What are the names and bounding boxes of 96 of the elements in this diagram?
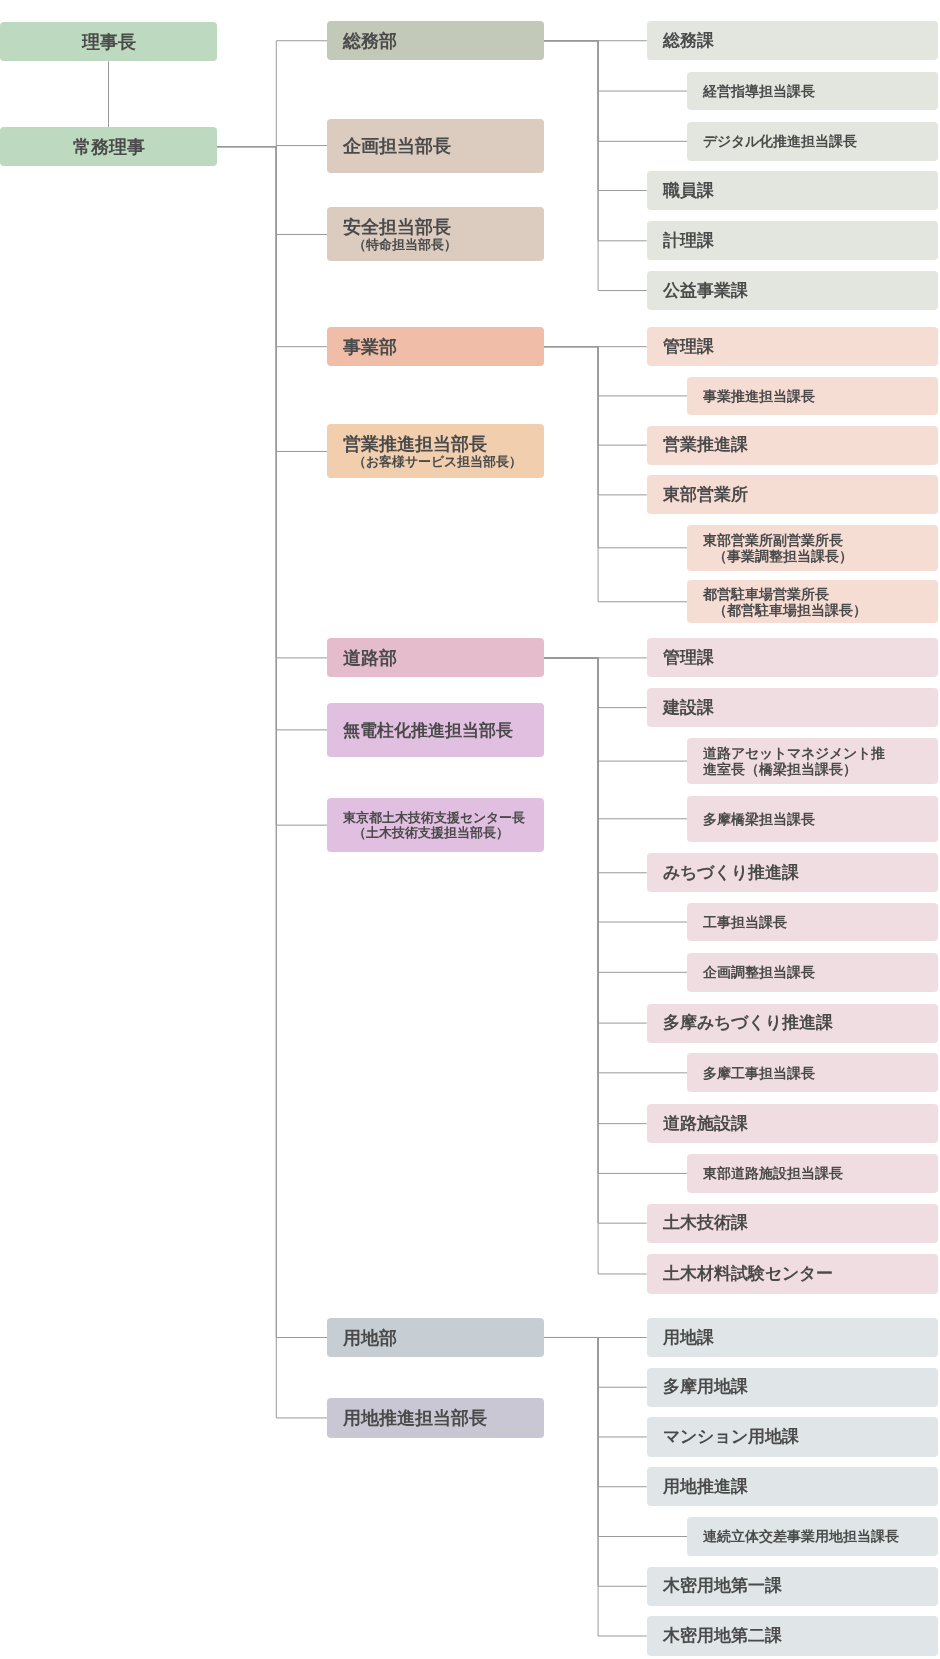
org-unit-box <box>327 118 545 173</box>
unit-title: 営業推進担当部長 <box>343 432 489 454</box>
unit-title: 道路アセットマネジメント推進室長（橋梁担当課長） <box>703 744 886 778</box>
org-unit-box <box>646 1003 938 1043</box>
unit-title: 総務部 <box>343 29 399 52</box>
org-unit-box <box>687 1516 938 1557</box>
unit-title: みちづくり推進課 <box>662 862 800 883</box>
unit-subtitle: （土木技術支援担当部長） <box>352 825 511 841</box>
org-unit-box <box>327 1398 545 1438</box>
unit-title: 用地部 <box>343 1326 399 1349</box>
org-unit-box <box>0 22 217 62</box>
unit-title: 用地推進課 <box>662 1476 749 1497</box>
unit-title: 東京都土木技術支援センター長 <box>343 809 527 826</box>
connector-line <box>543 40 648 292</box>
org-unit-box <box>646 1417 938 1457</box>
unit-title: デジタル化推進担当課長 <box>703 133 858 150</box>
org-unit-box <box>687 952 938 992</box>
unit-title: 東部道路施設担当課長 <box>703 1165 844 1182</box>
unit-title: 土木技術課 <box>662 1213 749 1234</box>
unit-title: 営業推進課 <box>662 435 749 455</box>
unit-title: マンション用地課 <box>662 1427 800 1447</box>
unit-title: 建設課 <box>662 697 715 718</box>
org-unit-box <box>687 580 938 624</box>
org-unit-box <box>646 1367 938 1407</box>
unit-title: 理事長 <box>81 31 136 53</box>
unit-title: 都営駐車場営業所長 <box>703 585 830 602</box>
unit-title: 多摩橋梁担当課長 <box>703 810 816 827</box>
org-unit-box <box>687 902 938 942</box>
unit-title: 連続立体交差事業用地担当課長 <box>703 1528 900 1545</box>
org-unit-box <box>327 424 545 479</box>
unit-subtitle: （特命担当部長） <box>352 237 459 254</box>
org-unit-box <box>646 271 938 311</box>
org-unit-box <box>687 71 938 111</box>
org-unit-box <box>687 1153 938 1193</box>
org-unit-box <box>646 688 938 728</box>
unit-title: 道路部 <box>343 647 399 669</box>
unit-title: 企画担当部長 <box>343 134 453 157</box>
org-unit-box <box>646 638 938 678</box>
org-unit-box <box>646 475 938 515</box>
org-unit-box <box>646 1467 938 1507</box>
unit-title: 用地推進担当部長 <box>343 1407 489 1429</box>
unit-title: 事業推進担当課長 <box>703 387 816 404</box>
unit-title: 工事担当課長 <box>703 913 788 931</box>
org-unit-box <box>327 327 545 367</box>
unit-title: 多摩用地課 <box>662 1377 749 1398</box>
unit-title: 東部営業所副営業所長 <box>703 531 844 548</box>
org-unit-box <box>646 221 938 261</box>
org-unit-box <box>646 327 938 367</box>
unit-title: 計理課 <box>662 230 715 251</box>
unit-subtitle: （都営駐車場担当課長） <box>712 601 868 618</box>
unit-title: 多摩工事担当課長 <box>703 1064 816 1081</box>
org-unit-box <box>646 1254 938 1294</box>
org-unit-box <box>327 702 545 757</box>
unit-title: 安全担当部長 <box>343 215 453 238</box>
unit-title: 事業部 <box>343 335 399 358</box>
unit-title: 職員課 <box>662 180 715 201</box>
org-unit-box <box>646 1566 938 1606</box>
connector-line <box>108 60 109 128</box>
org-unit-box <box>646 1203 938 1243</box>
unit-title: 木密用地第一課 <box>662 1576 783 1597</box>
connector-line <box>543 346 688 603</box>
unit-title: 公益事業課 <box>662 280 749 301</box>
org-unit-box <box>327 21 545 61</box>
org-unit-box <box>327 1317 545 1358</box>
org-unit-box <box>646 1616 938 1656</box>
unit-title: 道路施設課 <box>662 1113 749 1134</box>
unit-title: 東部営業所 <box>662 484 749 505</box>
unit-title: 総務課 <box>662 30 715 51</box>
org-unit-box <box>687 525 938 571</box>
org-unit-box <box>646 1317 938 1358</box>
org-unit-box <box>646 21 938 61</box>
org-unit-box <box>327 638 545 678</box>
org-unit-box <box>646 853 938 893</box>
unit-title: 土木材料試験センター <box>662 1264 834 1284</box>
org-unit-box <box>646 171 938 210</box>
org-unit-box <box>687 737 938 785</box>
unit-title: 用地課 <box>662 1327 715 1348</box>
unit-title: 無電柱化推進担当部長 <box>343 719 515 741</box>
unit-title: 企画調整担当課長 <box>703 964 816 981</box>
org-unit-box <box>327 207 545 262</box>
org-unit-box <box>687 376 938 415</box>
unit-title: 管理課 <box>662 336 715 357</box>
unit-title: 多摩みちづくり推進課 <box>662 1013 834 1033</box>
unit-title: 木密用地第二課 <box>662 1626 783 1646</box>
org-unit-box <box>687 1053 938 1093</box>
org-unit-box <box>646 425 938 465</box>
unit-title: 管理課 <box>662 647 715 668</box>
org-unit-box <box>0 127 217 167</box>
org-unit-box <box>687 121 938 161</box>
unit-subtitle: （お客様サービス担当部長） <box>352 454 524 471</box>
unit-title: 経営指導担当課長 <box>703 82 816 100</box>
unit-title: 常務理事 <box>72 135 145 158</box>
org-unit-box <box>687 796 938 842</box>
org-unit-box <box>327 798 545 853</box>
unit-subtitle: （事業調整担当課長） <box>712 547 854 564</box>
org-unit-box <box>646 1104 938 1144</box>
